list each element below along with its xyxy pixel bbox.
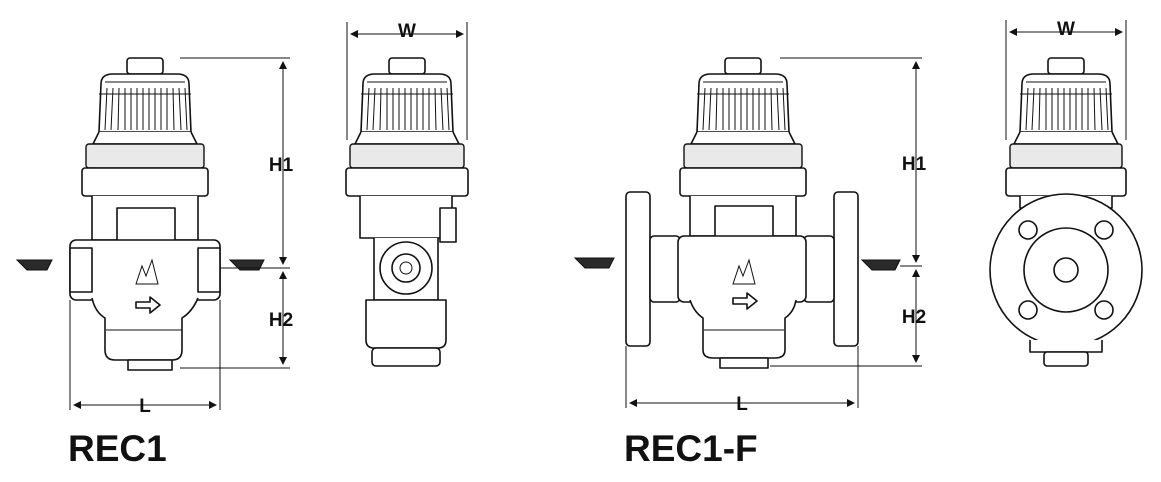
dimension-label-h2: H2: [902, 307, 926, 328]
dimension-label-l: L: [736, 394, 748, 415]
model-label-rec1: REC1: [68, 428, 167, 469]
rec1f-dimensions: [625, 57, 922, 408]
rec1-dimensions: [69, 57, 290, 410]
rec1-front-view: [69, 57, 221, 371]
rec1-side-view: [345, 57, 469, 367]
dimension-label-w: W: [398, 21, 416, 42]
flow-arrow-icon: [573, 257, 615, 269]
dimension-label-l: L: [139, 396, 151, 417]
dimension-label-h1: H1: [902, 154, 927, 175]
dimension-label-h1: H1: [269, 155, 294, 176]
dimension-label-w: W: [1057, 19, 1075, 40]
rec1f-side-view: [989, 57, 1143, 367]
rec1f-width-dimension: [1005, 20, 1127, 140]
flow-arrow-icon: [860, 259, 901, 271]
model-label-rec1-f: REC1-F: [624, 428, 758, 469]
rec1-width-dimension: [346, 22, 468, 140]
dimension-label-h2: H2: [269, 310, 293, 331]
rec1f-front-view: [625, 57, 859, 369]
flow-arrow-icon: [15, 259, 53, 271]
